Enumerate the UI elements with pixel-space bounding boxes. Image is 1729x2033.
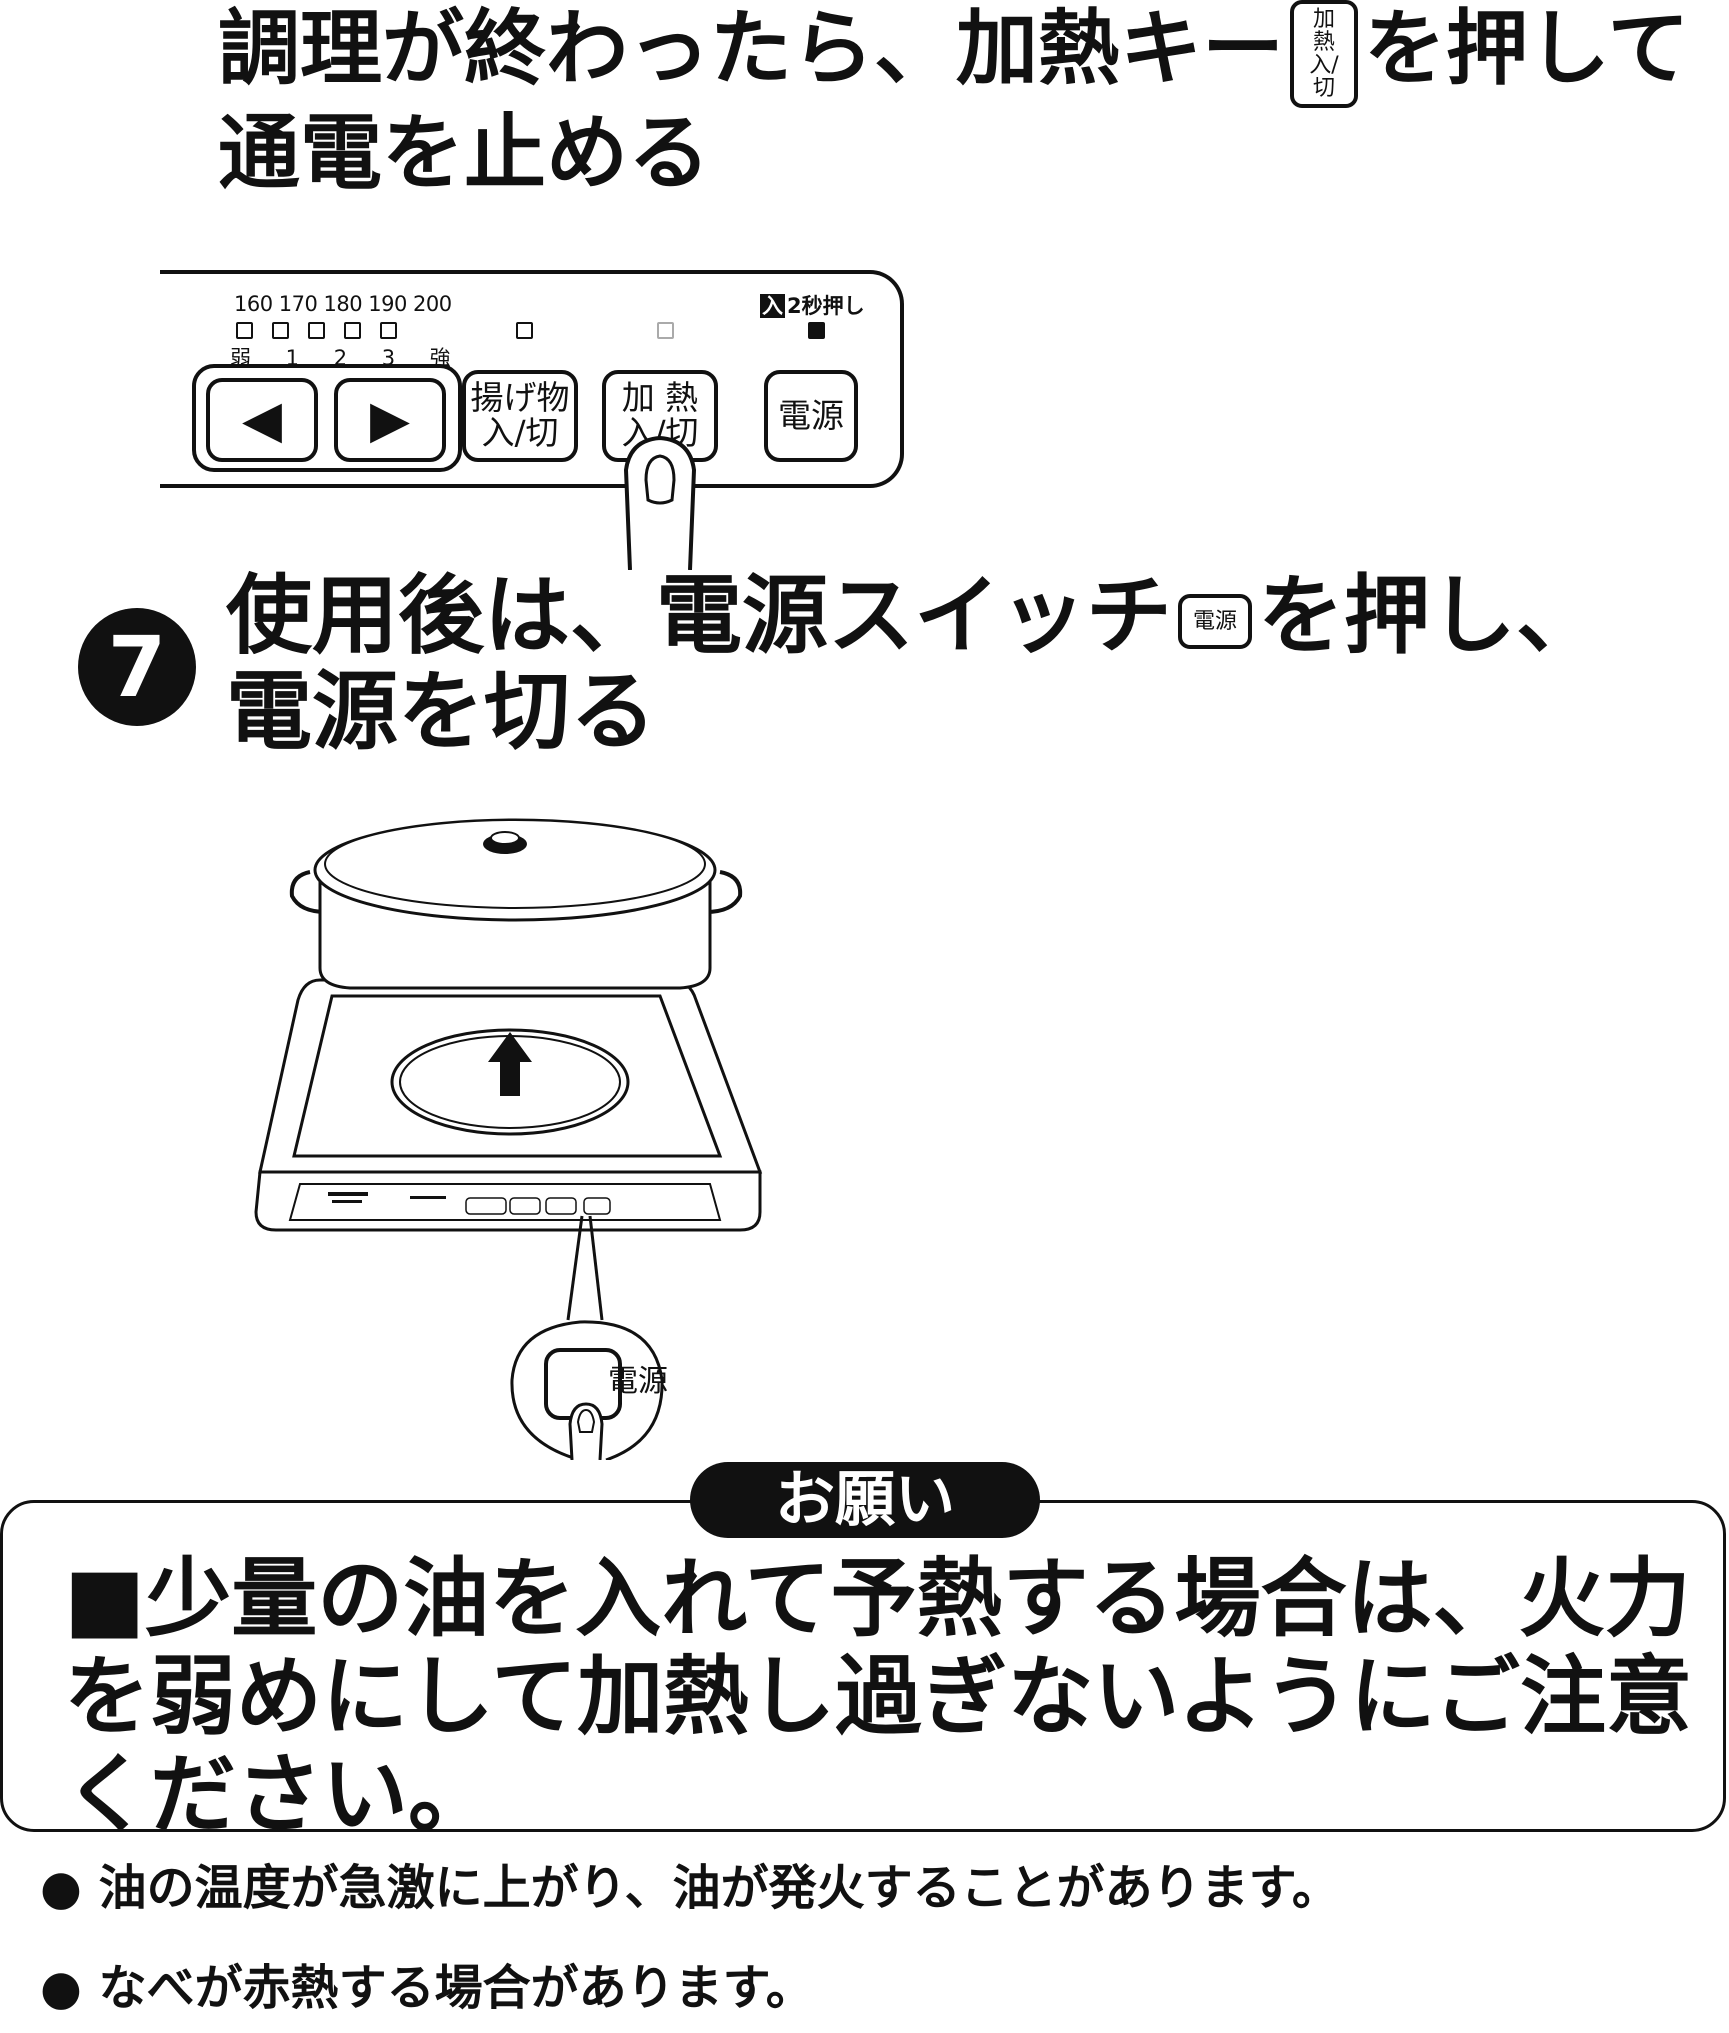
arrow-key-group: ◀ ▶ xyxy=(192,364,462,472)
bullet-oil-fire: ● 油の温度が急激に上がり、油が発火することがあります。 xyxy=(40,1860,1340,1916)
step-6-heading: 調理が終わったら、加熱キー加 熱入/切を押して 通電を止める xyxy=(218,0,1690,200)
power-key-icon: 電源 xyxy=(1178,594,1252,650)
induction-cooker-illustration xyxy=(254,818,763,1460)
finger-icon xyxy=(623,435,697,570)
led-190 xyxy=(344,322,361,339)
fry-led xyxy=(516,322,533,339)
heat-key-icon: 加 熱入/切 xyxy=(1290,0,1359,109)
led-170 xyxy=(272,322,289,339)
notice-label: お願い xyxy=(690,1462,1040,1538)
left-arrow-key: ◀ xyxy=(206,378,318,462)
power-led xyxy=(808,322,825,339)
fry-key: 揚げ物入/切 xyxy=(462,370,578,462)
heat-led xyxy=(657,322,674,339)
temperature-scale: 160 170 180 190 200 xyxy=(234,292,452,316)
right-arrow-key: ▶ xyxy=(334,378,446,462)
led-160 xyxy=(236,322,253,339)
led-200 xyxy=(380,322,397,339)
step-7-number: 7 xyxy=(78,608,196,726)
step-6-line-1: 調理が終わったら、加熱キー加 熱入/切を押して xyxy=(218,0,1690,109)
zoomed-power-key-label: 電源 xyxy=(608,1364,668,1399)
step-7-line-2: 電源を切る xyxy=(226,662,656,763)
heat-key: 加 熱入/切 xyxy=(602,370,718,462)
led-180 xyxy=(308,322,325,339)
step-7-line-1: 使用後は、電源スイッチ電源を押し、 xyxy=(226,566,1602,666)
step-7-heading: 使用後は、電源スイッチ電源を押し、 電源を切る xyxy=(226,568,1602,761)
step-6-line-2: 通電を止める xyxy=(218,106,711,202)
temperature-leds xyxy=(236,322,397,339)
power-key: 電源 xyxy=(764,370,858,462)
notice-body: ■少量の油を入れて予熱する場合は、火力を弱めにして加熱し過ぎないようにご注意くだ… xyxy=(64,1549,1692,1846)
bullet-pot-red-hot: ● なべが赤熱する場合があります。 xyxy=(40,1960,814,2016)
